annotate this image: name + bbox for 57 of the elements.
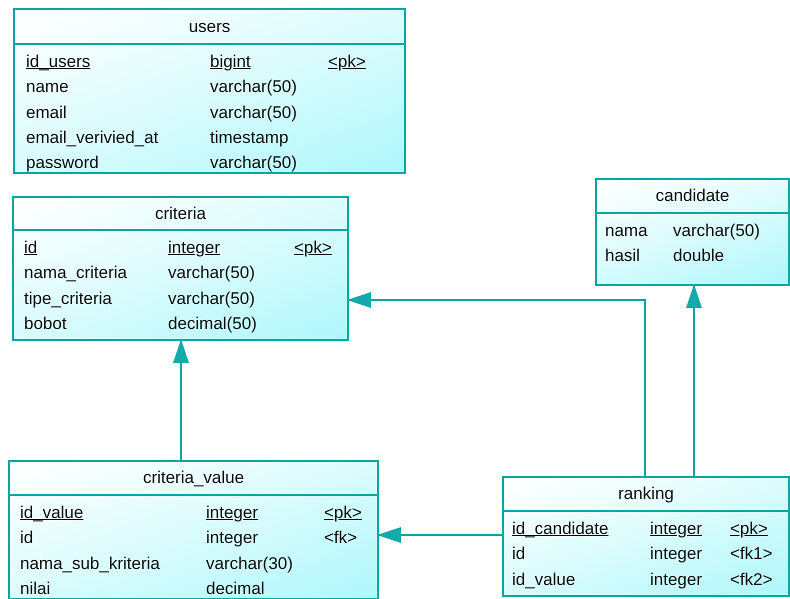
entity-table <box>12 196 349 341</box>
column-name: nama_criteria <box>24 263 127 284</box>
column-name: id_users <box>26 52 90 72</box>
column-name: id_candidate <box>512 519 608 539</box>
key-marker: <pk> <box>328 52 366 72</box>
column-name: tipe_criteria <box>24 288 112 309</box>
data-type: varchar(50) <box>673 221 760 241</box>
column-name: hasil <box>605 246 640 266</box>
column-name: id_value <box>20 503 84 523</box>
column-name: id <box>512 544 526 564</box>
table-name: criteria <box>154 204 206 224</box>
data-type: varchar(50) <box>168 288 255 309</box>
entity-table <box>502 476 790 597</box>
data-type: integer <box>206 503 258 523</box>
data-type: integer <box>650 519 702 539</box>
column-name: password <box>26 153 99 174</box>
column-name: id <box>24 238 38 258</box>
column-name: nilai <box>20 578 50 599</box>
key-marker: <fk2> <box>730 570 773 590</box>
data-type: varchar(50) <box>210 77 297 98</box>
relationship-arrow <box>686 284 702 476</box>
data-type: decimal <box>206 578 265 599</box>
data-type: integer <box>168 238 220 258</box>
column-name: nama_sub_kriteria <box>20 554 160 574</box>
data-type: varchar(50) <box>210 102 297 123</box>
data-type: timestamp <box>210 128 288 148</box>
table-name: ranking <box>618 484 674 504</box>
key-marker: <fk> <box>324 528 358 548</box>
table-name: criteria_value <box>142 468 244 488</box>
column-name: nama <box>605 221 648 241</box>
relationship-arrow <box>347 292 646 476</box>
column-name: bobot <box>24 314 67 334</box>
data-type: varchar(50) <box>168 263 255 284</box>
key-marker: <pk> <box>294 238 332 258</box>
column-name: id_value <box>512 570 576 590</box>
table-name: candidate <box>656 186 730 206</box>
key-marker: <fk1> <box>730 544 773 564</box>
entity-table <box>8 460 379 599</box>
data-type: integer <box>650 570 702 590</box>
key-marker: <pk> <box>730 519 768 539</box>
column-name: email_verivied_at <box>26 128 158 148</box>
entity-table <box>13 8 406 174</box>
data-type: integer <box>650 544 702 564</box>
data-type: integer <box>206 528 258 548</box>
column-name: email <box>26 102 67 123</box>
table-name: users <box>188 16 230 36</box>
data-type: decimal(50) <box>168 314 257 334</box>
entity-table <box>595 178 790 286</box>
relationship-arrow <box>173 339 189 460</box>
column-name: id <box>20 528 34 548</box>
column-name: name <box>26 77 69 98</box>
key-marker: <pk> <box>324 503 362 523</box>
data-type: varchar(30) <box>206 554 293 574</box>
data-type: bigint <box>210 52 251 72</box>
data-type: double <box>673 246 724 266</box>
relationship-arrow <box>377 527 502 543</box>
data-type: varchar(50) <box>210 153 297 174</box>
